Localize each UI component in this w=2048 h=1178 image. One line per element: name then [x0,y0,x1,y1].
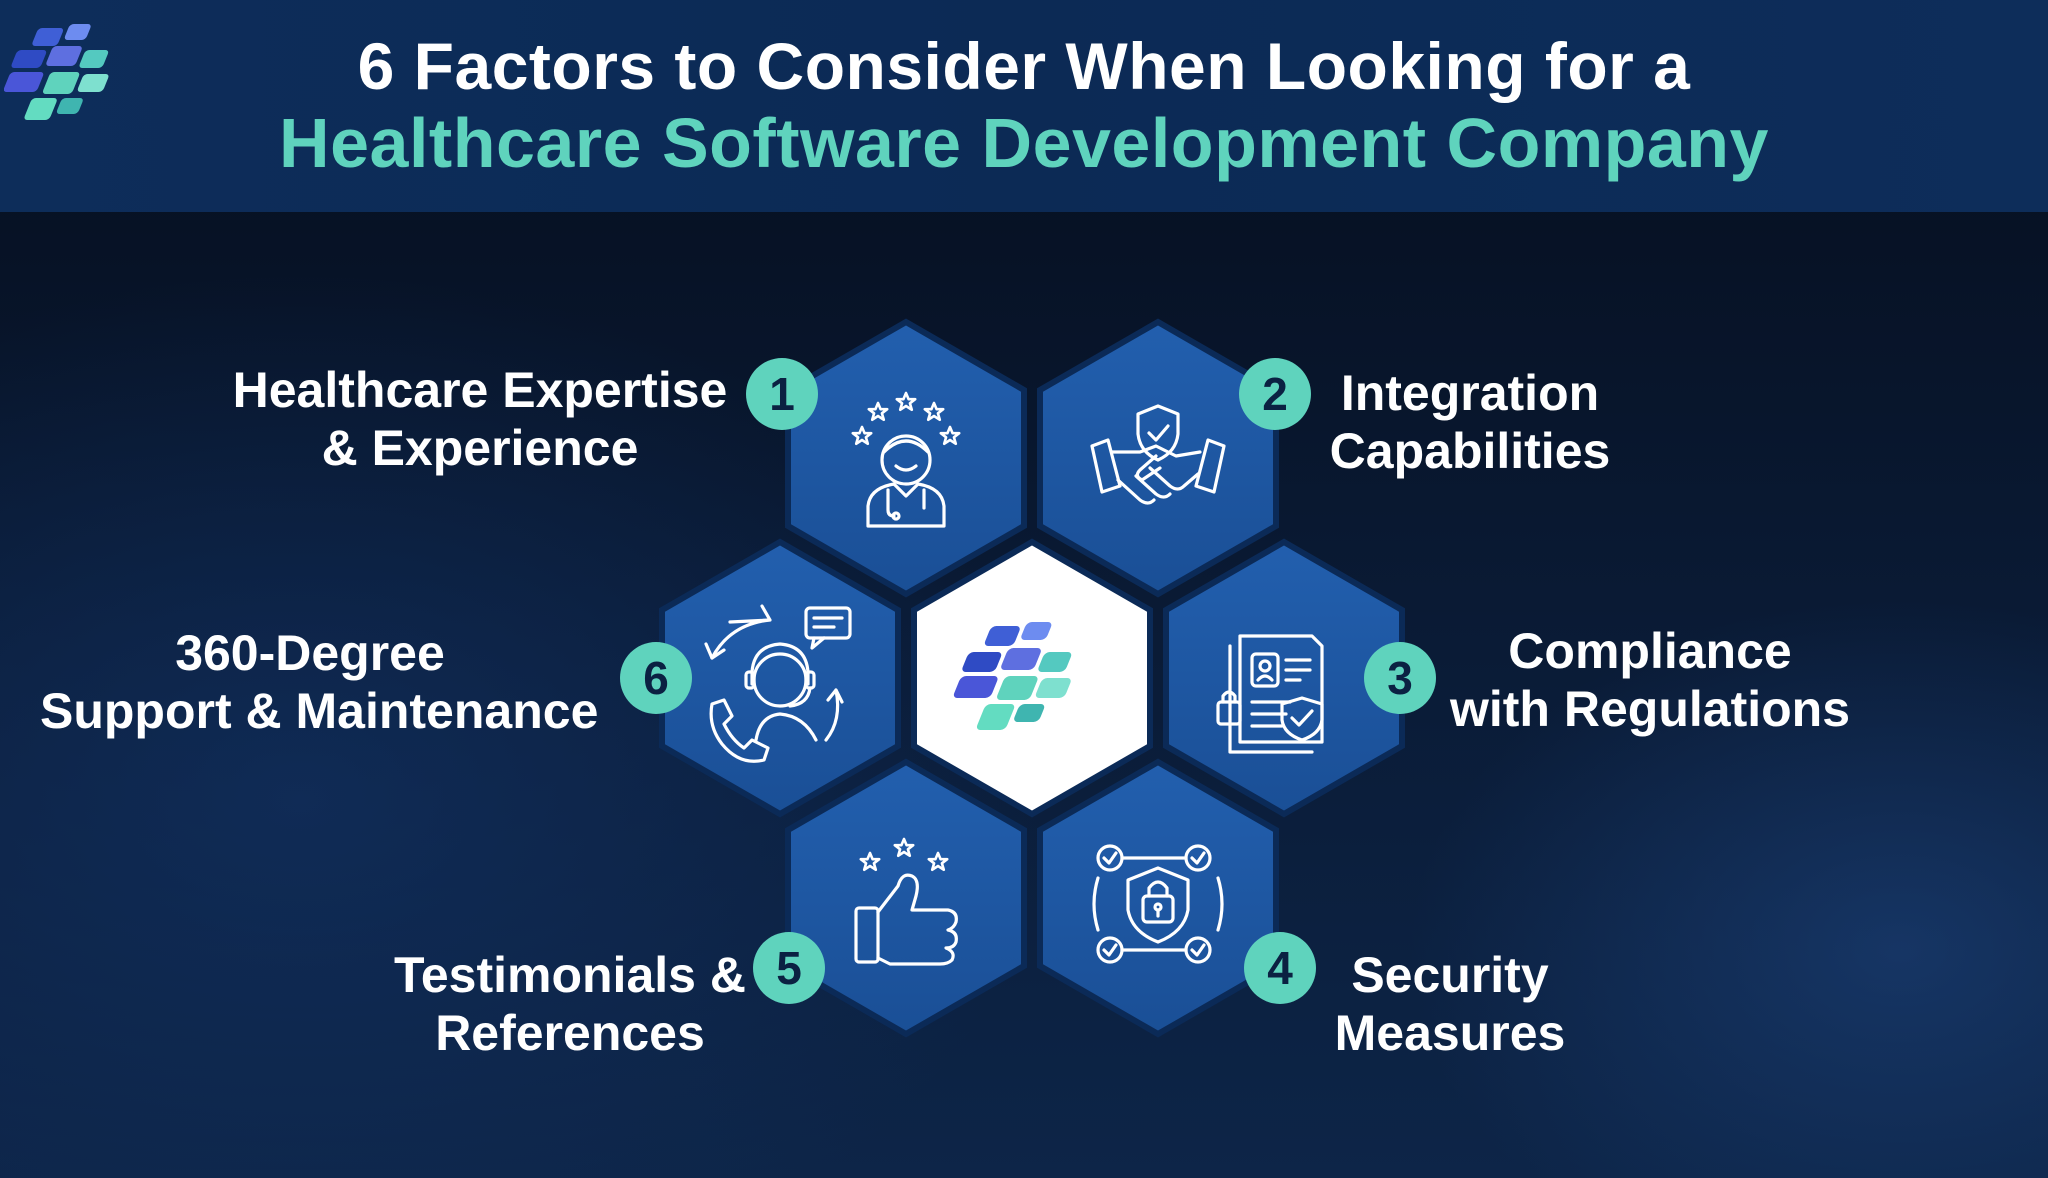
factor-label-6: 360-Degree Support & Maintenance [40,624,599,740]
svg-text:6: 6 [643,652,669,704]
hexagon-2 [1037,318,1279,598]
factor-label-3: Compliance with Regulations [1440,622,1860,738]
factor-1-line-1: Healthcare Expertise [232,362,728,418]
factor-label-2: Integration Capabilities [1320,364,1620,480]
badge-3: 3 [1364,642,1436,714]
badge-2: 2 [1239,358,1311,430]
hexagon-5 [785,758,1027,1038]
factor-4-line-2: Measures [1334,1005,1566,1061]
padlock-shield-icon [1092,844,1224,964]
factor-2-line-2: Capabilities [1329,423,1611,479]
factor-5-line-1: Testimonials & [394,947,746,1003]
factor-label-5: Testimonials & References [380,946,760,1062]
header-banner: 6 Factors to Consider When Looking for a… [0,0,2048,212]
svg-text:5: 5 [776,942,802,994]
svg-text:4: 4 [1267,942,1293,994]
badge-5: 5 [753,932,825,1004]
svg-text:1: 1 [769,368,795,420]
factor-2-line-1: Integration [1340,365,1600,421]
center-logo [953,622,1072,730]
factor-6-line-1: 360-Degree [175,625,445,681]
badge-1: 1 [746,358,818,430]
document-lock-check-icon [1216,634,1324,754]
thumbs-up-stars-icon [854,837,958,966]
hexagon-3 [1163,538,1405,818]
hexagon-1 [785,318,1027,598]
factor-label-4: Security Measures [1320,946,1580,1062]
page-title-line-2: Healthcare Software Development Company [279,104,1769,182]
factor-3-line-2: with Regulations [1450,681,1850,737]
support-agent-icon [704,604,852,763]
handshake-shield-icon [1090,404,1226,505]
factor-6-line-2: Support & Maintenance [40,683,599,739]
svg-text:3: 3 [1387,652,1413,704]
factor-4-line-1: Security [1351,947,1549,1003]
badge-6: 6 [620,642,692,714]
factor-3-line-1: Compliance [1508,623,1792,679]
factor-5-line-2: References [435,1005,705,1061]
doctor-stars-icon [851,391,961,528]
hexagon-4 [1037,758,1279,1038]
brand-logo [4,24,109,120]
hexagon-6 [659,538,901,818]
badge-4: 4 [1244,932,1316,1004]
factor-1-line-2: & Experience [321,420,639,476]
svg-text:2: 2 [1262,368,1288,420]
page-title-line-1: 6 Factors to Consider When Looking for a [357,29,1691,103]
factor-label-1: Healthcare Expertise & Experience [200,361,760,477]
